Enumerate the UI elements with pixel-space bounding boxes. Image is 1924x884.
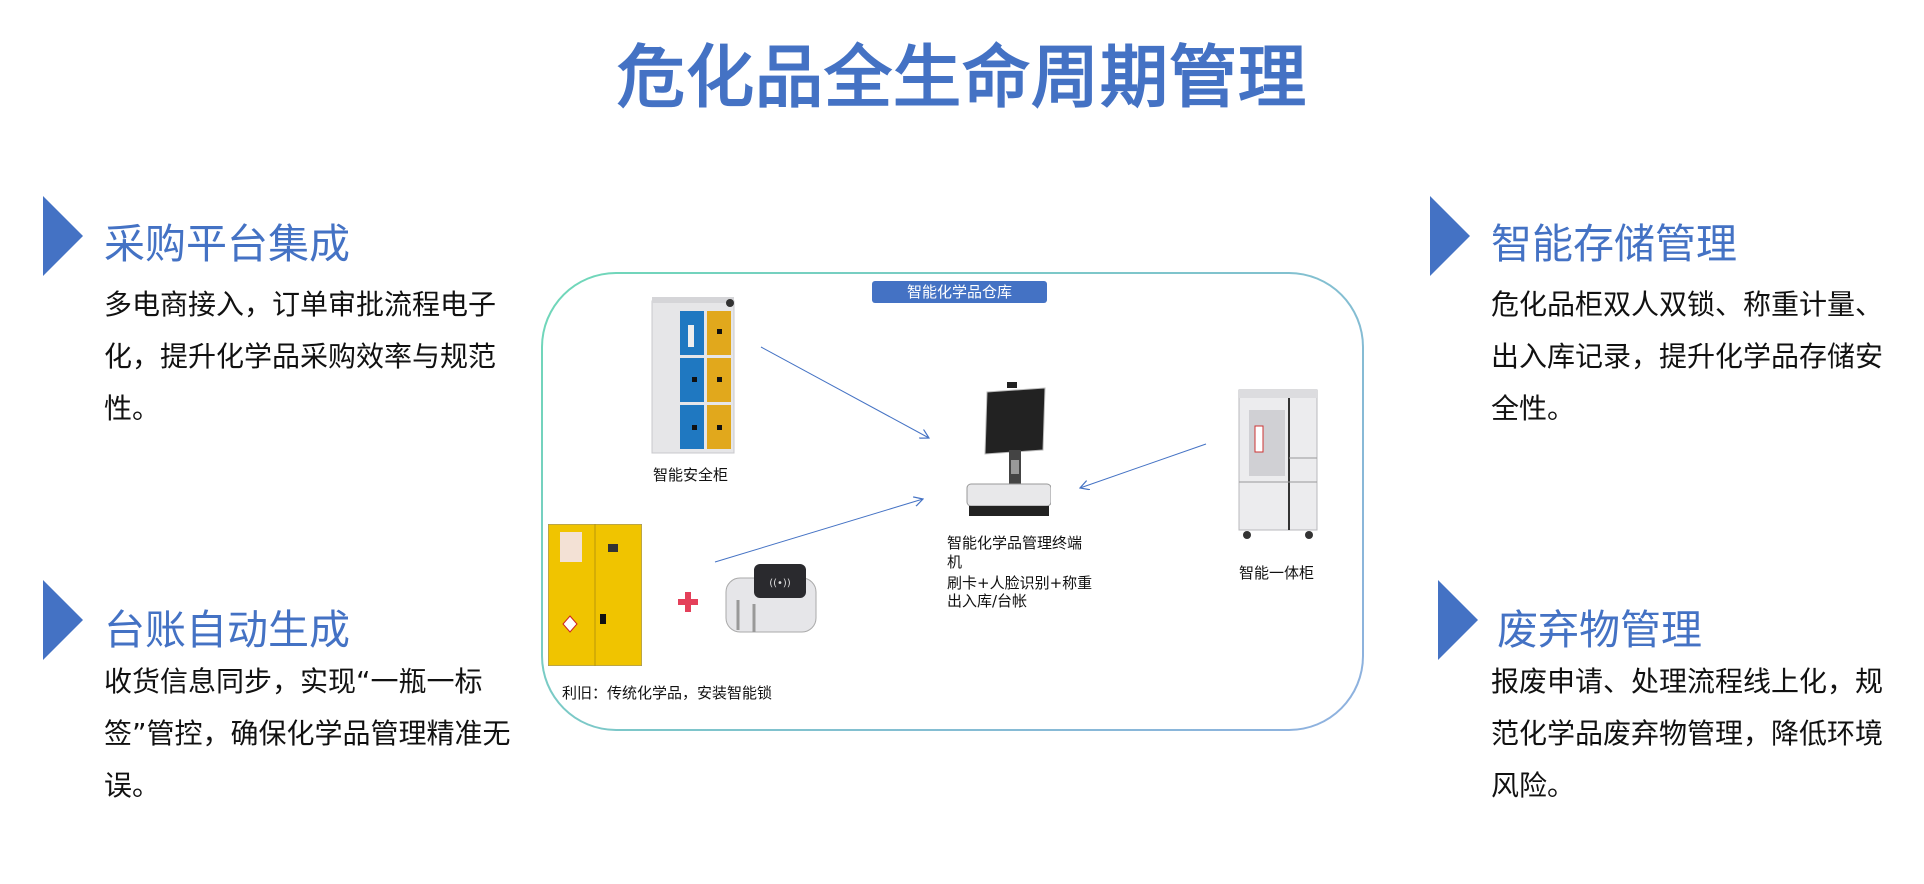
safety-cabinet-image bbox=[651, 297, 735, 454]
arrow-icon bbox=[760, 346, 929, 438]
section-marker-icon bbox=[43, 196, 83, 276]
procurement-body: 多电商接入，订单审批流程电子化，提升化学品采购效率与规范性。 bbox=[104, 288, 497, 425]
section-marker-icon bbox=[1438, 580, 1478, 660]
section-marker-icon bbox=[43, 580, 83, 660]
section-marker-icon bbox=[1430, 196, 1470, 276]
waste-heading: 废弃物管理 bbox=[1497, 606, 1702, 654]
arrow-icon bbox=[1080, 443, 1207, 488]
integrated-cabinet-label: 智能一体柜 bbox=[1239, 564, 1315, 582]
legacy-cabinet-image bbox=[548, 524, 642, 666]
arrow-icon bbox=[714, 499, 923, 563]
terminal-label-line: 智能化学品管理终端 bbox=[947, 534, 1083, 552]
storage-body: 危化品柜双人双锁、称重计量、出入库记录，提升化学品存储安全性。 bbox=[1491, 288, 1884, 425]
terminal-image bbox=[966, 382, 1051, 516]
waste-body: 报废申请、处理流程线上化，规范化学品废弃物管理，降低环境风险。 bbox=[1491, 665, 1884, 802]
plus-icon bbox=[678, 592, 698, 612]
terminal-label-line: 机 bbox=[947, 553, 963, 571]
legacy-caption: 利旧：传统化学品，安装智能锁 bbox=[562, 684, 773, 702]
storage-heading: 智能存储管理 bbox=[1491, 220, 1737, 268]
safety-cabinet-label: 智能安全柜 bbox=[653, 466, 729, 484]
ledger-heading: 台账自动生成 bbox=[104, 606, 350, 654]
ledger-body: 收货信息同步，实现“一瓶一标签”管控，确保化学品管理精准无误。 bbox=[104, 665, 511, 802]
terminal-label-line: 刷卡+人脸识别+称重 bbox=[947, 574, 1093, 592]
warehouse-tag: 智能化学品仓库 bbox=[872, 281, 1047, 303]
page-title: 危化品全生命周期管理 bbox=[616, 39, 1307, 118]
terminal-label-line: 出入库/台帐 bbox=[947, 592, 1028, 610]
procurement-heading: 采购平台集成 bbox=[104, 220, 350, 268]
svg-text:((•)): ((•)) bbox=[769, 578, 791, 589]
integrated-cabinet-image bbox=[1238, 389, 1318, 539]
smart-lock-image: ((•)) bbox=[725, 564, 817, 633]
